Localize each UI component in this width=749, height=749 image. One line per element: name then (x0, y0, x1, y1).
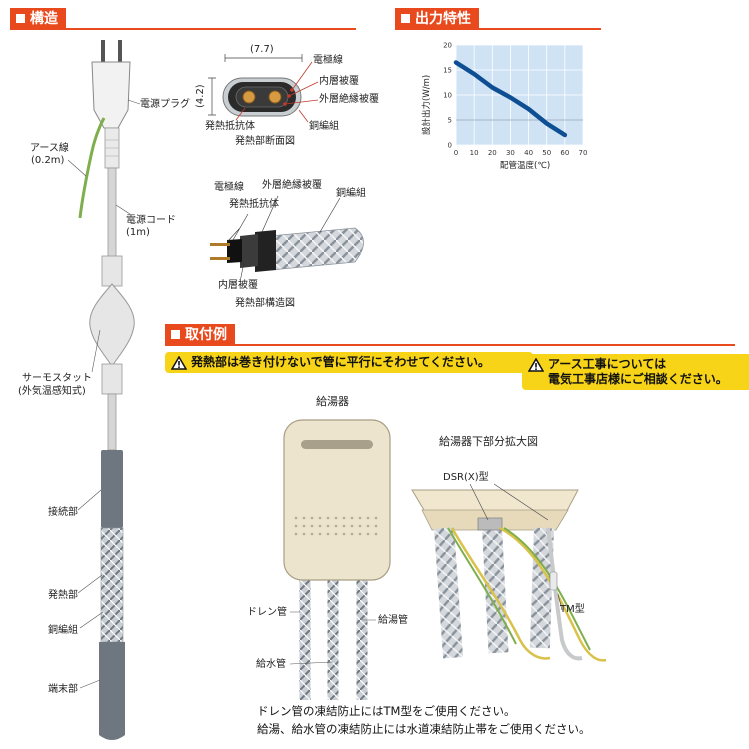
chart-xlabel: 配管温度(℃) (500, 161, 551, 171)
struct-inner: 内層被覆 (218, 280, 258, 291)
cross-inner: 内層被覆 (319, 76, 359, 87)
cross-resistor: 発熱抵抗体 (205, 121, 255, 132)
chart-y-tick-label: 5 (448, 117, 452, 125)
label-braid: 銅編組 (48, 625, 78, 636)
terminal-part (99, 642, 125, 740)
vent-grille (294, 516, 378, 536)
chart-x-tick-label: 30 (506, 149, 515, 157)
warning-text-parallel: 発熱部は巻き付けないで管に平行にそわせてください。 (191, 355, 491, 369)
warning-icon (171, 356, 187, 370)
cross-section-drawing (208, 54, 319, 123)
enlarged-view-drawing (411, 483, 607, 662)
label-cord-length: (1m) (126, 227, 150, 238)
chart-x-tick-label: 70 (579, 149, 588, 157)
section-header-structure: 構造 (10, 8, 356, 30)
chart-y-tick-label: 20 (443, 42, 452, 50)
label-earth-wire: アース線 (30, 143, 69, 154)
label-terminal: 端末部 (48, 684, 78, 695)
note-line-1: ドレン管の凍結防止にはTM型をご使用ください。 (257, 704, 516, 718)
section-rule (395, 28, 601, 30)
section-header-install: 取付例 (165, 324, 735, 346)
cross-outer: 外層絶縁被覆 (319, 94, 379, 105)
label-drain-pipe: ドレン管 (247, 607, 287, 618)
chart-x-tick-label: 20 (488, 149, 497, 157)
label-hot-pipe: 給湯管 (378, 615, 408, 626)
label-earth-length: (0.2m) (31, 155, 65, 166)
section-title-structure: 構造 (10, 8, 66, 30)
cross-braid: 銅編組 (309, 121, 339, 132)
section-title-output: 出力特性 (395, 8, 479, 30)
structure-cutaway-drawing (210, 195, 364, 283)
warning-icon (528, 358, 544, 372)
water-heater-drawing (283, 419, 391, 700)
label-plug: 電源プラグ (140, 99, 190, 110)
note-line-2: 給湯、給水管の凍結防止には水道凍結防止帯をご使用ください。 (257, 722, 591, 736)
chart-ylabel: 設計出力(W/m) (422, 74, 432, 135)
label-cord: 電源コード (126, 215, 176, 226)
label-thermostat: サーモスタット (22, 373, 92, 384)
label-joint: 接続部 (48, 507, 78, 518)
plug-prong (101, 40, 105, 62)
joint-part (101, 450, 123, 528)
chart-x-tick-label: 0 (454, 149, 458, 157)
warning-banner-earth: アース工事については 電気工事店様にご相談ください。 (522, 354, 749, 390)
warning-text-earth-1: アース工事については (548, 357, 667, 371)
section-title-install: 取付例 (165, 324, 235, 346)
struct-outer: 外層絶縁被覆 (262, 180, 322, 191)
label-thermostat-sub: (外気温感知式) (18, 386, 86, 397)
heater-cable-drawing (78, 40, 135, 740)
label-water-heater: 給湯器 (316, 395, 349, 408)
cross-electrode: 電極線 (313, 55, 343, 66)
label-tm: TM型 (560, 604, 585, 615)
chart-y-tick-label: 0 (448, 142, 452, 150)
warning-text-earth-2: 電気工事店様にご相談ください。 (548, 372, 728, 386)
section-rule (10, 28, 356, 30)
earth-wire (78, 117, 106, 219)
chart-x-tick-label: 10 (470, 149, 479, 157)
struct-caption: 発熱部構造図 (235, 298, 295, 309)
chart-y-tick-label: 10 (443, 92, 452, 100)
chart-x-tick-label: 60 (560, 149, 569, 157)
struct-resistor: 発熱抵抗体 (229, 199, 279, 210)
section-rule (165, 344, 735, 346)
label-heater: 発熱部 (48, 590, 78, 601)
label-water-pipe: 給水管 (256, 659, 286, 670)
cross-width: (7.7) (250, 44, 274, 55)
warning-banner-parallel: 発熱部は巻き付けないで管に平行にそわせてください。 (165, 352, 533, 373)
section-header-output: 出力特性 (395, 8, 601, 30)
chart-y-tick-label: 15 (443, 67, 452, 75)
struct-braid: 銅編組 (336, 188, 366, 199)
plug-prong (118, 40, 122, 62)
chart-x-tick-label: 40 (524, 149, 533, 157)
chart-x-tick-label: 50 (542, 149, 551, 157)
label-dsr: DSR(X)型 (443, 472, 489, 483)
cross-caption: 発熱部断面図 (235, 136, 295, 147)
label-enlarged-view: 給湯器下部分拡大図 (439, 435, 538, 448)
struct-electrode: 電極線 (214, 182, 244, 193)
